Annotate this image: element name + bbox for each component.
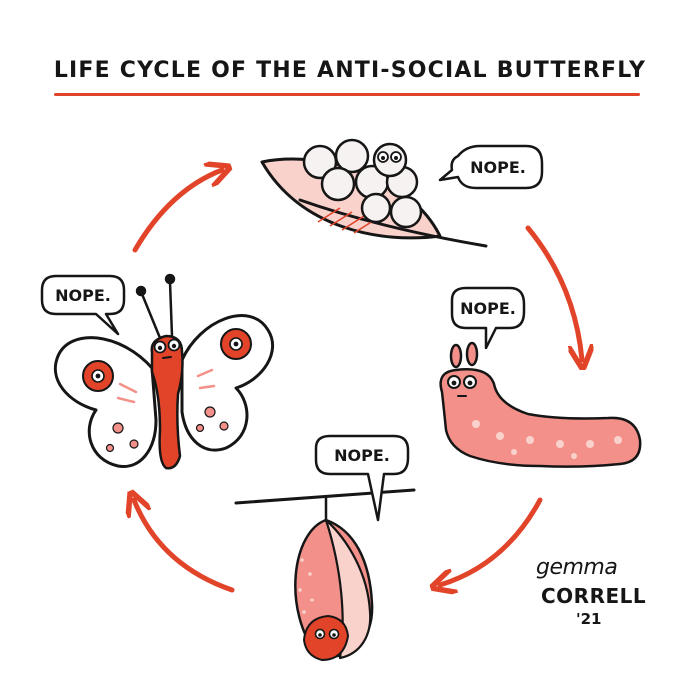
caterpillar-antennae (449, 341, 479, 369)
speech-bubble-caterpillar: NOPE. (450, 286, 526, 350)
speech-bubble-chrysalis: NOPE. (314, 434, 410, 522)
leaf-stem (298, 198, 488, 248)
butterfly-antennae (135, 273, 176, 340)
chrysalis-face (302, 614, 350, 662)
signature-year: '21 (576, 610, 602, 628)
chrysalis-dots (298, 558, 314, 614)
signature-first-name: gemma (536, 555, 618, 580)
caterpillar-eyes (447, 375, 477, 397)
caterpillar-spots (472, 420, 622, 459)
peeking-egg (372, 142, 408, 178)
wing-spots (105, 406, 229, 453)
butterfly-face (153, 338, 181, 359)
chrysalis-flap (324, 518, 372, 660)
arrow-chrysalis-to-butterfly (134, 500, 235, 593)
arrow-egg-to-caterpillar (525, 225, 582, 360)
leaf-veins (317, 207, 377, 234)
arrow-caterpillar-to-chrysalis (440, 497, 543, 585)
egg-cluster (302, 138, 423, 229)
speech-text-egg: NOPE. (470, 158, 526, 177)
signature-last-name: CORRELL (541, 584, 647, 608)
chrysalis-stage (234, 488, 416, 662)
speech-text-chrysalis: NOPE. (334, 446, 390, 465)
speech-bubble-egg: NOPE. (438, 144, 544, 190)
branch (234, 488, 416, 505)
butterfly-body (150, 334, 184, 470)
arrow-butterfly-to-egg (132, 170, 222, 253)
caterpillar-stage (439, 341, 642, 468)
butterfly-stage (53, 273, 275, 470)
wing-eyespots (82, 328, 252, 392)
speech-text-caterpillar: NOPE. (460, 299, 516, 318)
title-underline (54, 93, 640, 96)
speech-bubble-butterfly: NOPE. (40, 274, 126, 336)
butterfly-left-wing (53, 336, 158, 468)
wing-stripes (116, 368, 216, 404)
egg-stage (260, 138, 488, 248)
speech-text-butterfly: NOPE. (55, 286, 111, 305)
comic-title: LIFE CYCLE OF THE ANTI-SOCIAL BUTTERFLY (53, 58, 647, 83)
